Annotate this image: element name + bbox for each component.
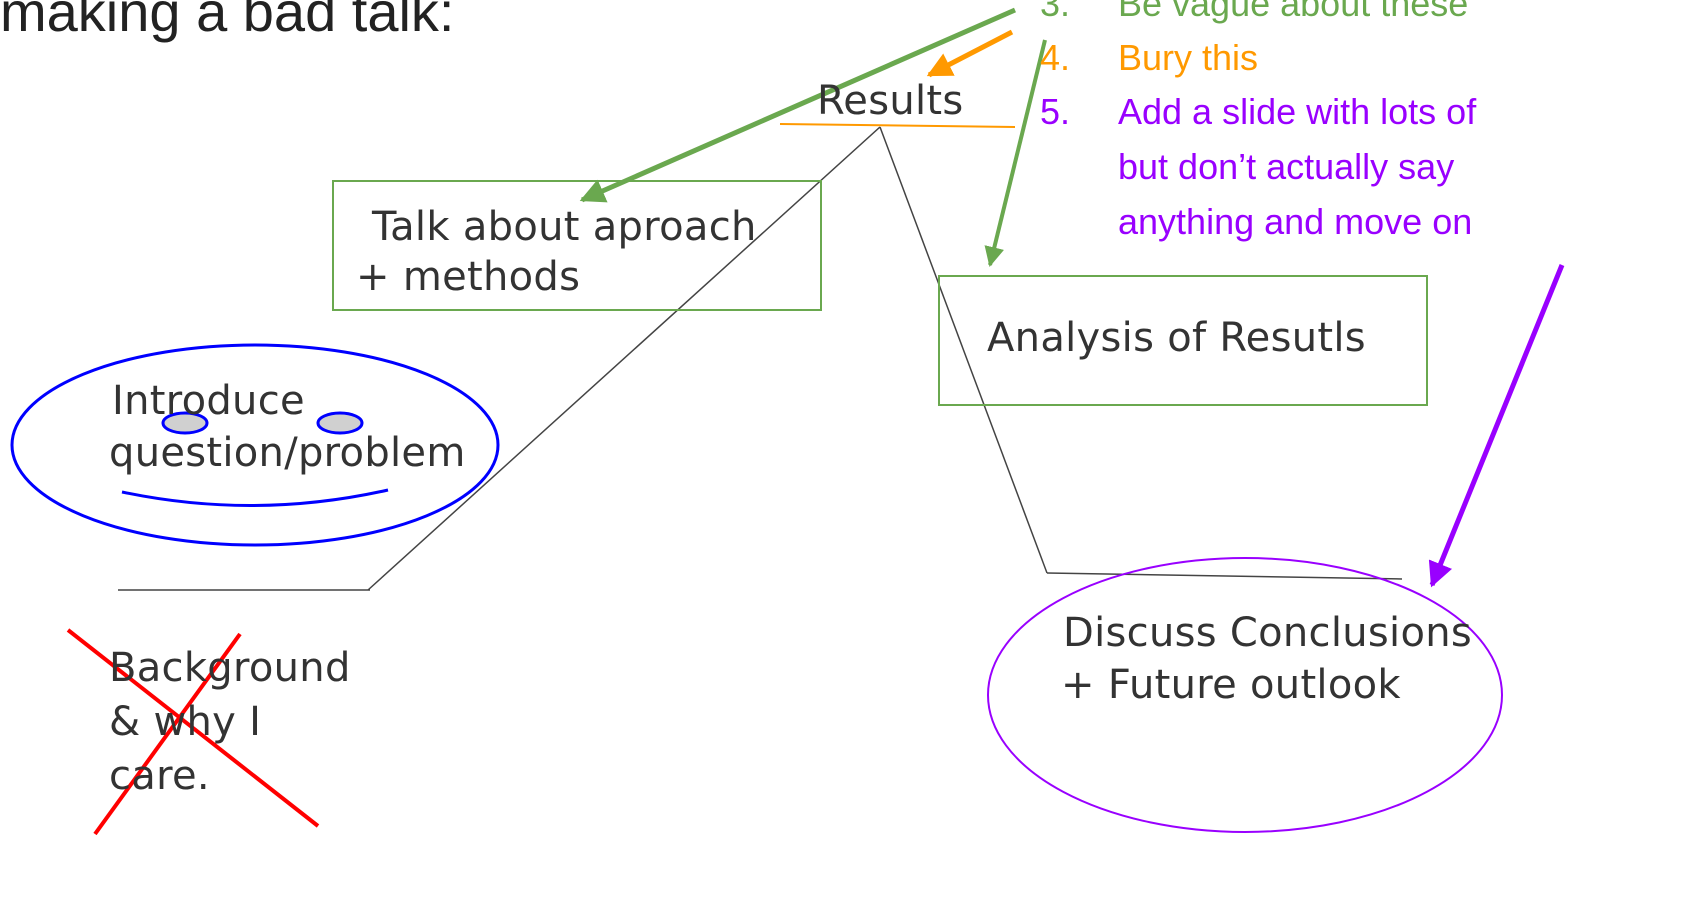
- smiley-mouth: [121, 488, 389, 508]
- smiley-left-eye: [161, 411, 209, 435]
- conclusions-line-2: + Future outlook: [1061, 662, 1401, 708]
- red-cross-stroke-1: [66, 628, 320, 828]
- instruction-5-number: 5.: [1040, 91, 1071, 132]
- page-title: making a bad talk:: [0, 0, 455, 43]
- conclusions-ellipse: [987, 557, 1503, 833]
- instruction-3-number: 3.: [1040, 0, 1071, 24]
- approach-box: [332, 180, 822, 311]
- results-label: Results: [817, 78, 964, 124]
- approach-line-2: + methods: [356, 254, 581, 300]
- results-underline: [779, 123, 1016, 128]
- smiley-right-eye: [316, 411, 364, 435]
- instruction-3-text: Be vague about these: [1118, 0, 1469, 24]
- instruction-5-line-2: but don’t actually say: [1118, 146, 1455, 187]
- approach-line-1: Talk about aproach: [372, 204, 757, 250]
- conclusions-line-1: Discuss Conclusions: [1063, 610, 1473, 656]
- analysis-label: Analysis of Resutls: [987, 315, 1366, 361]
- funnel-line-right-base: [1046, 572, 1403, 580]
- orange-arrow-to-results: [926, 29, 1014, 78]
- background-line-1: Background: [109, 645, 351, 691]
- analysis-box: [938, 275, 1428, 406]
- green-arrow-to-analysis: [984, 39, 1047, 267]
- funnel-line-right-diagonal: [879, 126, 1048, 574]
- instruction-5-line-1: Add a slide with lots of: [1118, 91, 1477, 132]
- purple-arrow-to-conclusions: [1428, 264, 1565, 588]
- green-arrow-to-approach: [579, 7, 1017, 203]
- background-line-2: & why I: [109, 699, 262, 745]
- funnel-line-left-diagonal: [367, 126, 881, 591]
- red-cross-stroke-2: [93, 632, 242, 836]
- introduce-line-2: question/problem: [109, 430, 466, 476]
- introduce-line-1: Introduce: [112, 378, 305, 424]
- introduce-ellipse: [10, 343, 500, 547]
- instruction-5-line-3: anything and move on: [1118, 201, 1473, 242]
- instruction-4-text: Bury this: [1118, 37, 1259, 78]
- instruction-4-number: 4.: [1040, 37, 1071, 78]
- background-line-3: care.: [109, 753, 210, 799]
